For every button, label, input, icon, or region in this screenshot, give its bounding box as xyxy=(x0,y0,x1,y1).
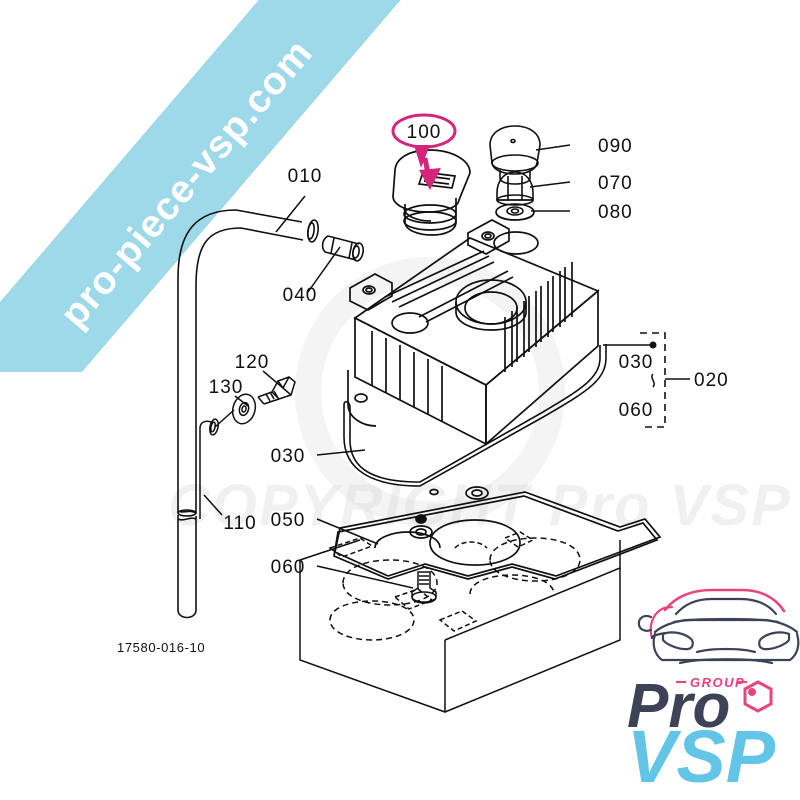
valve-cover-body-part-020 xyxy=(347,219,600,446)
engine-block-outline xyxy=(299,531,621,714)
leader-lines xyxy=(203,144,657,589)
head-gasket-plate-part-050 xyxy=(333,486,662,580)
callout-100-label: 100 xyxy=(407,122,442,143)
gasket-part-030 xyxy=(343,344,607,487)
bolt-part-120 xyxy=(257,376,296,405)
callout-040: 040 xyxy=(283,285,318,306)
callout-030-right: 030 xyxy=(619,352,654,373)
breather-pipe-part-010 xyxy=(177,209,319,619)
logo-group-text: GROUP xyxy=(690,675,745,690)
callout-010: 010 xyxy=(288,166,323,187)
assembly-bracket-020 xyxy=(640,332,666,428)
callout-060-right: 060 xyxy=(619,400,654,421)
lower-bolt-part-060 xyxy=(411,571,437,604)
logo-vsp-text: VSP xyxy=(627,715,776,798)
logo-pro-text: Pro xyxy=(627,672,730,741)
callout-060-left: 060 xyxy=(271,557,306,578)
washer-part-080 xyxy=(495,203,535,221)
watermark-band: pro-piece-vsp.com xyxy=(0,0,401,372)
highlight-callout-100: 100 xyxy=(391,113,457,190)
clamp-rod-part-110 xyxy=(199,418,220,519)
oil-filler-cap-part-100 xyxy=(392,149,471,236)
assembly-brace xyxy=(651,373,655,388)
callout-030-left: 030 xyxy=(271,446,306,467)
watermark-band-text: pro-piece-vsp.com xyxy=(52,31,321,336)
callout-110: 110 xyxy=(223,513,256,534)
provsp-logo: GROUP Pro VSP xyxy=(627,588,800,798)
drawing-number: 17580-016-10 xyxy=(117,640,205,655)
callout-020: 020 xyxy=(694,370,729,391)
washer-part-130 xyxy=(231,393,257,425)
callout-080: 080 xyxy=(598,202,633,223)
callout-050: 050 xyxy=(271,510,306,531)
callout-120: 120 xyxy=(235,352,270,373)
seal-cup-part-070 xyxy=(496,171,534,206)
callout-130: 130 xyxy=(209,377,244,398)
pipe-joint-sleeve-part-040 xyxy=(321,235,364,262)
callout-070: 070 xyxy=(598,173,633,194)
cap-plug-part-090 xyxy=(489,125,541,185)
callout-090: 090 xyxy=(598,136,633,157)
